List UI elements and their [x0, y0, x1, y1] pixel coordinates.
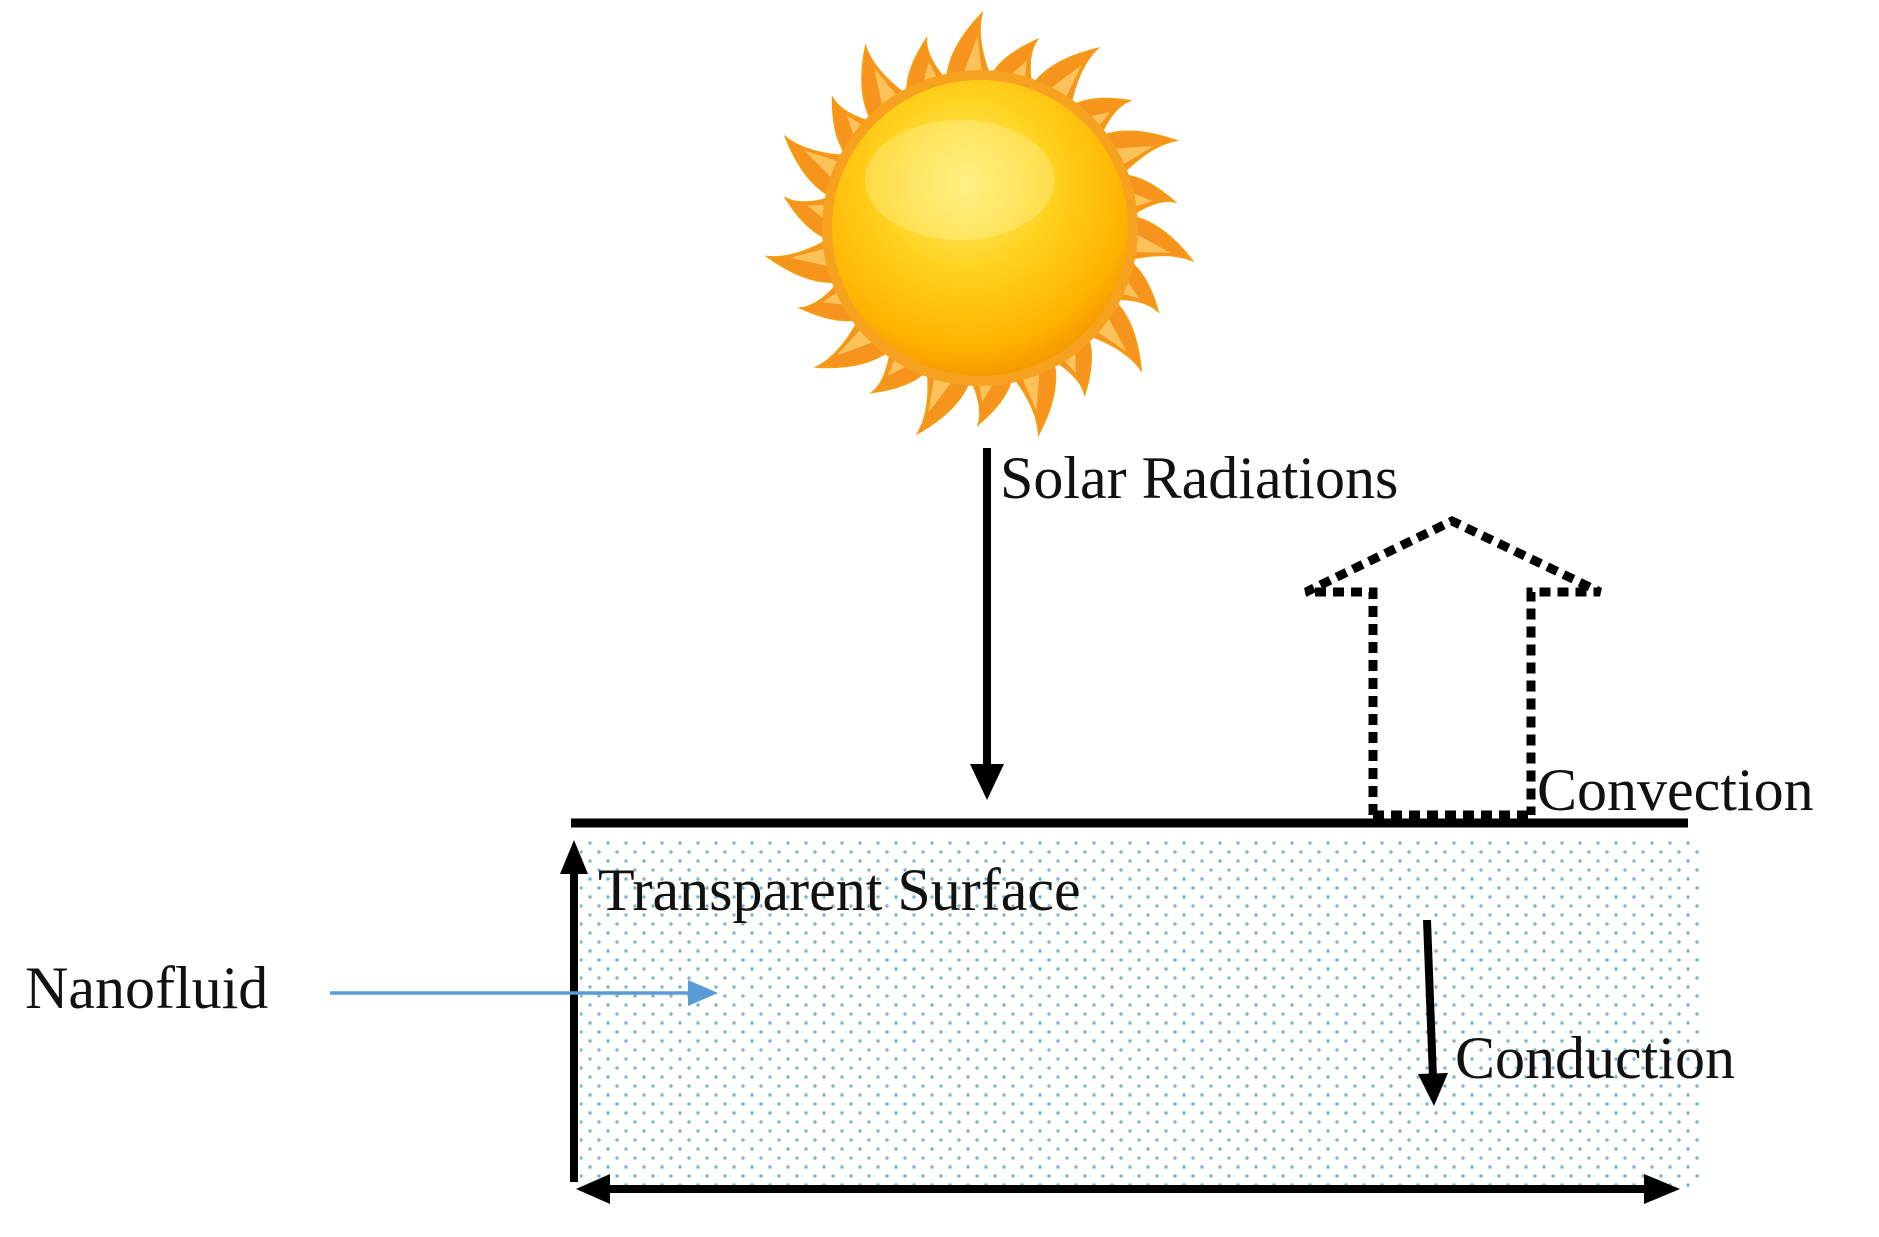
convection-arrow: [1304, 516, 1602, 820]
solar-radiation-arrow: [970, 448, 1004, 800]
conduction-arrow: [1418, 919, 1448, 1106]
sun-icon: [764, 10, 1195, 438]
nanofluid-region: [580, 838, 1700, 1190]
solar-radiations-label: Solar Radiations: [1000, 445, 1398, 511]
convection-label: Convection: [1537, 757, 1814, 823]
conduction-label: Conduction: [1455, 1025, 1735, 1091]
transparent-surface-label: Transparent Surface: [598, 857, 1081, 923]
nanofluid-pointer-arrow: [330, 980, 718, 1006]
vertical-boundary-arrow: [560, 840, 588, 1182]
horizontal-boundary-arrow: [576, 1174, 1680, 1204]
nanofluid-label: Nanofluid: [25, 955, 268, 1021]
